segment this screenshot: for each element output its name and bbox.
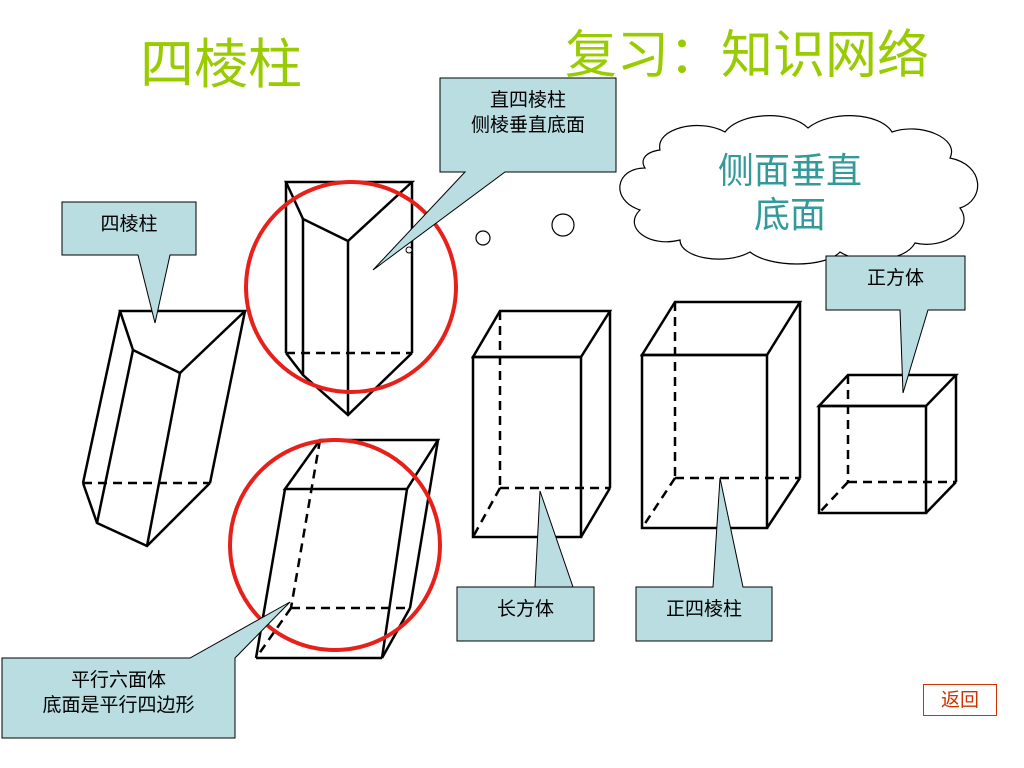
thought-bubble-medium xyxy=(475,230,491,246)
callout-parallelepiped-line1: 平行六面体 xyxy=(70,669,166,691)
slide-heading-part1: 复 xyxy=(565,26,618,86)
thought-bubble-large xyxy=(551,213,575,237)
oblique-prism xyxy=(81,309,249,548)
cloud-callout-shape xyxy=(619,115,979,265)
slide-heading-part2: 习：知识网络 xyxy=(617,26,930,86)
callout-parallelepiped-label: 平行六面体 底面是平行四边形 xyxy=(2,668,235,718)
highlight-circle-right-prism xyxy=(244,180,458,394)
cloud-callout-label: 侧面垂直 底面 xyxy=(680,150,900,238)
callout-right-prism-label: 直四棱柱 侧棱垂直底面 xyxy=(440,88,616,138)
callout-cuboid-box xyxy=(456,490,595,642)
callout-right-prism-line1: 直四棱柱 xyxy=(489,89,566,111)
callout-parallelepiped-line2: 底面是平行四边形 xyxy=(42,694,195,716)
callout-cube-label: 正方体 xyxy=(866,267,924,289)
callout-parallelepiped-box xyxy=(1,601,291,739)
slide-title: 四棱柱 xyxy=(140,33,302,96)
callout-cuboid-label: 长方体 xyxy=(496,598,554,620)
return-button[interactable]: 返回 xyxy=(923,684,997,716)
slide-heading: 复习：知识网络 xyxy=(565,30,929,82)
callout-right-prism-box xyxy=(372,77,617,271)
callout-right-prism-line2: 侧棱垂直底面 xyxy=(470,114,585,136)
thought-bubble-small xyxy=(405,246,413,254)
callout-prism-box xyxy=(61,201,197,324)
cuboid xyxy=(470,309,613,539)
highlight-circle-parallelepiped xyxy=(228,438,442,652)
callout-cube-box xyxy=(825,255,966,394)
cloud-line2: 底面 xyxy=(753,195,826,236)
cloud-line1: 侧面垂直 xyxy=(717,151,862,192)
callout-regular-prism-label: 正四棱柱 xyxy=(665,598,742,620)
callout-prism-label: 四棱柱 xyxy=(100,213,158,235)
cube xyxy=(816,373,959,515)
regular-prism xyxy=(639,300,803,530)
callout-regular-prism-box xyxy=(635,477,773,642)
